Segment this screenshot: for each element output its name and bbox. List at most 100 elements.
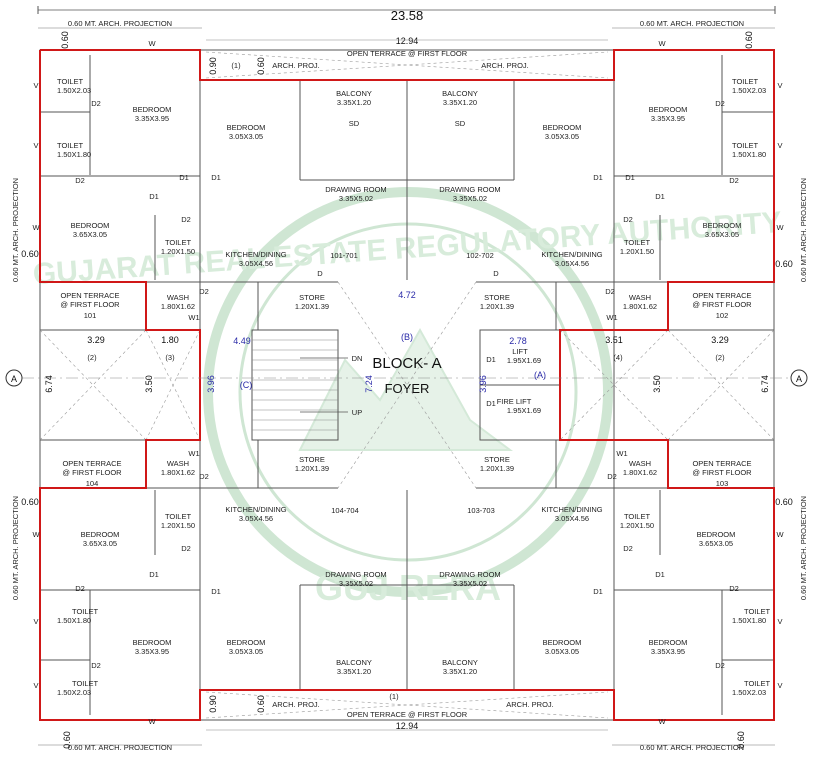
door-mark: D1 (625, 173, 635, 182)
door-mark: D1 (211, 587, 221, 596)
door-mark: SD (455, 119, 466, 128)
door-mark: D2 (715, 99, 725, 108)
window-mark: W1 (188, 313, 199, 322)
dim-351: 3.51 (605, 335, 623, 345)
rera-boundary (39, 49, 775, 721)
unit-number: 104 (86, 479, 99, 488)
unit-number: 103 (716, 479, 729, 488)
room-size: 1.50X1.80 (57, 616, 91, 625)
room-name: TOILET (624, 238, 651, 247)
unit-number: 102-702 (466, 251, 494, 260)
room-name: DRAWING ROOM (439, 570, 500, 579)
room-name: STORE (299, 455, 325, 464)
note-2: (2) (87, 353, 97, 362)
open-areas (39, 51, 775, 719)
door-mark: D1 (486, 399, 496, 408)
door-mark: D2 (199, 287, 209, 296)
room-size: 3.05X3.05 (545, 132, 579, 141)
room-size: 3.05X4.56 (555, 514, 589, 523)
room-size: 1.50X1.80 (732, 150, 766, 159)
ventilator-mark: V (777, 141, 782, 150)
room-name: BEDROOM (697, 530, 736, 539)
door-mark: D1 (593, 173, 603, 182)
window-mark: W (32, 530, 40, 539)
core: 3.29 (2) 1.80 (3) 6.74 3.50 3.96 4.49 (C… (44, 290, 770, 417)
room-name: TOILET (624, 512, 651, 521)
window-mark: W1 (606, 313, 617, 322)
ventilator-mark: V (33, 617, 38, 626)
unit-top-left: TOILET 1.50X2.03 BEDROOM 3.35X3.95 TOILE… (32, 39, 386, 322)
room-name: TOILET (72, 679, 99, 688)
room-size: 3.35X3.95 (651, 647, 685, 656)
room-size: 1.20X1.39 (480, 302, 514, 311)
room-name: STORE (484, 293, 510, 302)
room-size: 1.20X1.50 (161, 521, 195, 530)
dim-060: 0.60 (736, 731, 746, 749)
room-name: TOILET (72, 607, 99, 616)
room-name: BEDROOM (71, 221, 110, 230)
room-name: WASH (167, 293, 189, 302)
room-name: KITCHEN/DINING (541, 505, 602, 514)
room-size: 1.50X2.03 (732, 86, 766, 95)
room-name: KITCHEN/DINING (225, 505, 286, 514)
dim-090: 0.90 (208, 57, 218, 75)
room-name: BALCONY (336, 658, 372, 667)
dim-060: 0.60 (60, 31, 70, 49)
unit-number: 102 (716, 311, 729, 320)
dim-060: 0.60 (256, 695, 266, 713)
room-name: STORE (484, 455, 510, 464)
room-size: 1.50X2.03 (57, 688, 91, 697)
door-mark: D2 (91, 661, 101, 670)
room-name: TOILET (165, 238, 192, 247)
room-name: TOILET (732, 141, 759, 150)
room-size: 3.35X5.02 (453, 194, 487, 203)
room-name: @ FIRST FLOOR (692, 300, 752, 309)
room-size: 1.20X1.39 (295, 302, 329, 311)
room-size: 3.35X5.02 (339, 579, 373, 588)
unit-number: 104-704 (331, 506, 359, 515)
window-mark: W1 (616, 449, 627, 458)
seal-text-bottom: GUJ RERA (315, 567, 501, 608)
room-name: KITCHEN/DINING (225, 250, 286, 259)
grid-axis-markers: A A (5, 369, 808, 387)
unit-bottom-left: OPEN TERRACE @ FIRST FLOOR 104 WASH 1.80… (32, 449, 386, 726)
arch-projection-label: 0.60 MT. ARCH. PROJECTION (640, 19, 744, 28)
room-size: 3.05X3.05 (229, 647, 263, 656)
unit-top-right: TOILET 1.50X2.03 BEDROOM 3.35X3.95 TOILE… (439, 39, 784, 322)
dim-472: 4.72 (398, 290, 416, 300)
door-mark: D1 (655, 192, 665, 201)
room-size: 3.35X1.20 (337, 98, 371, 107)
room-name: BALCONY (336, 89, 372, 98)
room-name: WASH (629, 293, 651, 302)
room-name: TOILET (57, 77, 84, 86)
foyer-label: FOYER (385, 381, 430, 396)
door-mark: D2 (623, 544, 633, 553)
arch-projection-label-left: 0.60 MT. ARCH. PROJECTION (11, 178, 20, 282)
room-size: 3.65X3.05 (699, 539, 733, 548)
door-mark: D1 (593, 587, 603, 596)
unit-number: 101 (84, 311, 97, 320)
room-name: DRAWING ROOM (439, 185, 500, 194)
grid-axis-label: A (796, 374, 802, 384)
room-size: 3.05X4.56 (239, 514, 273, 523)
lift-size: 1.95X1.69 (507, 356, 541, 365)
note-1: (1) (389, 692, 399, 701)
dim-060: 0.60 (256, 57, 266, 75)
note-1: (1) (231, 61, 241, 70)
room-size: 3.05X3.05 (545, 647, 579, 656)
room-size: 3.65X3.05 (705, 230, 739, 239)
arch-projection-label-left: 0.60 MT. ARCH. PROJECTION (11, 496, 20, 600)
fire-lift-size: 1.95X1.69 (507, 406, 541, 415)
room-name: @ FIRST FLOOR (62, 468, 122, 477)
dim-278: 2.78 (509, 336, 527, 346)
room-name: BEDROOM (133, 105, 172, 114)
dim-350: 3.50 (652, 375, 662, 393)
grid-axis-label: A (11, 374, 17, 384)
window-mark: W (776, 530, 784, 539)
note-c: (C) (240, 380, 253, 390)
door-mark: D1 (149, 570, 159, 579)
dim-060-left: 0.60 (21, 497, 39, 507)
room-name: WASH (167, 459, 189, 468)
ventilator-mark: V (33, 141, 38, 150)
ventilator-mark: V (33, 681, 38, 690)
